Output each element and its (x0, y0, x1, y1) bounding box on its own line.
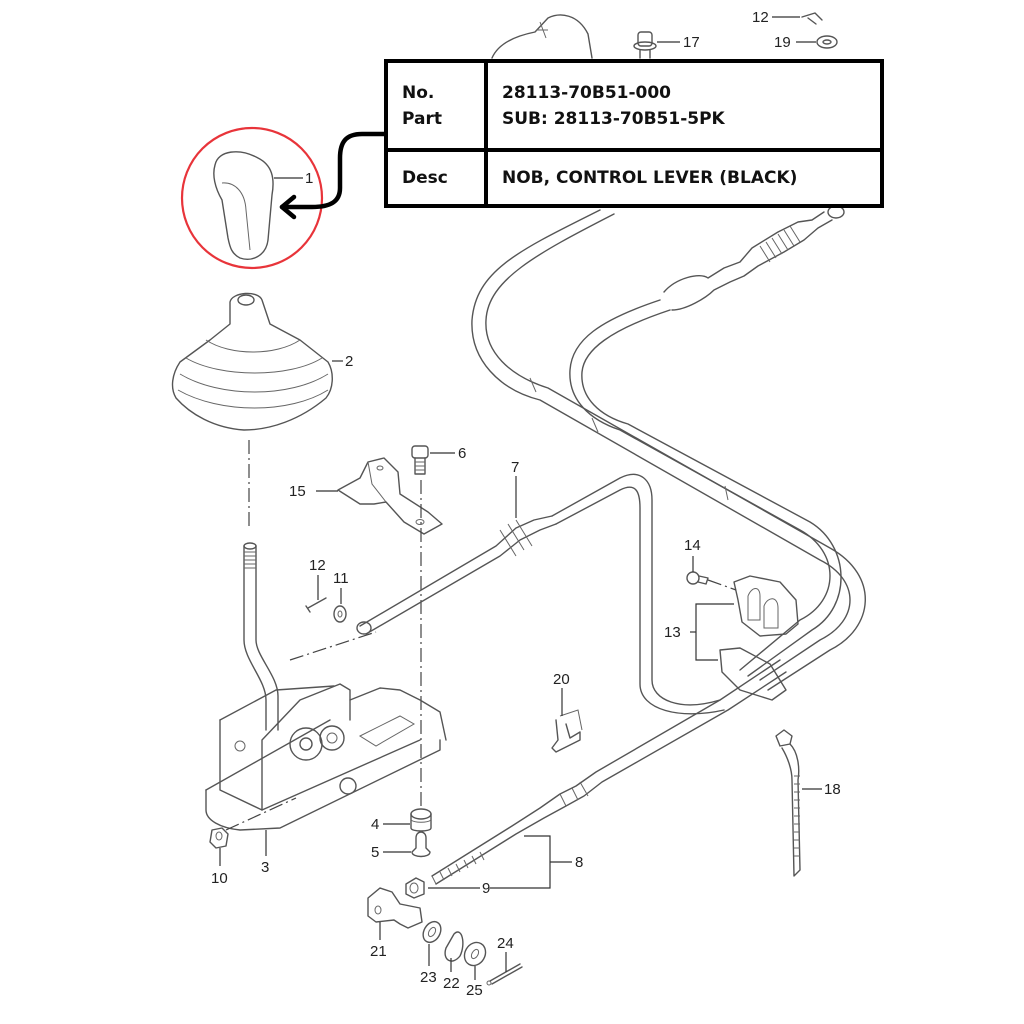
plate-13 (690, 575, 799, 701)
label-part: Part (402, 108, 442, 129)
callout-17: 17 (683, 34, 700, 51)
part-number-values: 28113-70B51-000 SUB: 28113-70B51-5PK (488, 63, 880, 148)
cable-tie-18 (775, 729, 822, 877)
nut-10 (209, 827, 229, 866)
callout-24: 24 (497, 935, 514, 952)
label-no: No. (402, 82, 435, 103)
callout-8: 8 (575, 854, 583, 871)
grommet-5 (383, 831, 431, 858)
joint-21 (367, 887, 423, 940)
callout-7: 7 (511, 459, 519, 476)
highlight-circle (180, 126, 324, 270)
cable-end-boot-top (663, 205, 845, 311)
washer-23 (422, 920, 442, 966)
callout-12-mid: 12 (309, 557, 326, 574)
part-number-row: No. Part 28113-70B51-000 SUB: 28113-70B5… (388, 63, 880, 152)
washer-25 (463, 941, 487, 980)
description-row: Desc NOB, CONTROL LEVER (BLACK) (388, 152, 880, 204)
shift-boot-2 (171, 292, 343, 431)
part-number-label: No. Part (388, 63, 488, 148)
pointer-arrow (279, 131, 387, 210)
cable-8 (431, 659, 787, 889)
shift-lever-assembly-3 (205, 542, 447, 856)
clip-12-top (772, 12, 823, 25)
shift-cable-loop (471, 209, 866, 691)
callout-23: 23 (420, 969, 437, 986)
part-description: NOB, CONTROL LEVER (BLACK) (502, 168, 798, 188)
axis-line-nut (225, 797, 297, 831)
part-number: 28113-70B51-000 (502, 82, 672, 103)
bracket-15 (316, 457, 443, 535)
description-value-cell: NOB, CONTROL LEVER (BLACK) (488, 152, 880, 204)
callout-1: 1 (305, 170, 313, 187)
callout-21: 21 (370, 943, 387, 960)
bolt-14 (686, 556, 737, 591)
clip-20 (551, 688, 583, 753)
callout-11: 11 (333, 570, 349, 587)
cable-7 (356, 473, 725, 715)
callout-20: 20 (553, 671, 570, 688)
callout-18: 18 (824, 781, 841, 798)
callout-15: 15 (289, 483, 306, 500)
washer-19 (796, 35, 838, 49)
callout-25: 25 (466, 982, 483, 999)
callout-22: 22 (443, 975, 460, 992)
washer-11 (333, 588, 347, 623)
part-info-table: No. Part 28113-70B51-000 SUB: 28113-70B5… (384, 59, 884, 208)
bracket-top-part (491, 14, 593, 59)
description-label: Desc (402, 168, 448, 188)
callout-13: 13 (664, 624, 681, 641)
callout-6: 6 (458, 445, 466, 462)
description-label-cell: Desc (388, 152, 488, 204)
callout-5: 5 (371, 844, 379, 861)
axis-line-pin (289, 631, 377, 661)
washer-22 (444, 931, 464, 972)
callout-3: 3 (261, 859, 269, 876)
clip-12-mid (305, 575, 327, 613)
bolt-17 (633, 31, 680, 59)
callout-9: 9 (482, 880, 490, 897)
callout-14: 14 (684, 537, 701, 554)
bushing-4 (383, 808, 432, 832)
bolt-6 (411, 445, 455, 475)
pointer-arrowhead (279, 194, 297, 220)
substitute-part-number: SUB: 28113-70B51-5PK (502, 108, 725, 129)
nut-9 (405, 877, 480, 899)
cotter-pin-24 (486, 952, 523, 986)
callout-2: 2 (345, 353, 353, 370)
callout-10: 10 (211, 870, 228, 887)
callout-12-top: 12 (752, 9, 769, 26)
callout-4: 4 (371, 816, 379, 833)
shift-knob-1 (213, 151, 303, 260)
callout-19: 19 (774, 34, 791, 51)
